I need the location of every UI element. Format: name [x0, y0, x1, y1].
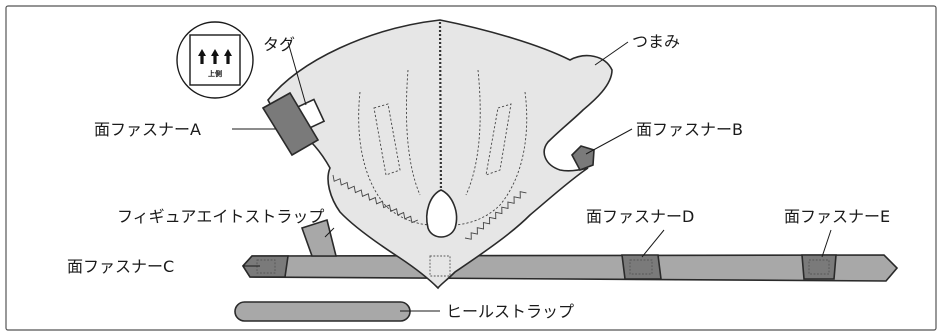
- figure-eight-strap-band: [241, 254, 899, 282]
- label-figure-eight-strap: フィギュアエイトストラップ: [117, 207, 324, 226]
- figure-eight-strap-diagonal: [300, 218, 338, 257]
- label-fastener-d: 面ファスナーD: [586, 207, 694, 226]
- label-heel-strap: ヒールストラップ: [446, 302, 574, 321]
- label-tag: タグ: [263, 35, 295, 54]
- heel-opening: [425, 189, 458, 238]
- fastener-d: [621, 254, 662, 280]
- label-fastener-e: 面ファスナーE: [784, 207, 890, 226]
- heel-strap: [234, 301, 411, 322]
- leader-lines: [232, 41, 832, 312]
- label-fastener-c: 面ファスナーC: [67, 257, 174, 276]
- diagram-frame: [5, 5, 937, 331]
- this-side-up-arrows-icon: 上側: [176, 21, 254, 99]
- label-fastener-b: 面ファスナーB: [636, 120, 743, 139]
- label-pull-tab: つまみ: [632, 32, 680, 51]
- brace-body: [267, 19, 613, 290]
- fastener-a: [261, 91, 320, 157]
- fastener-b: [571, 145, 595, 172]
- fastener-e: [801, 254, 837, 280]
- tag-icon-caption: 上側: [208, 69, 222, 78]
- label-fastener-a: 面ファスナーA: [94, 120, 201, 139]
